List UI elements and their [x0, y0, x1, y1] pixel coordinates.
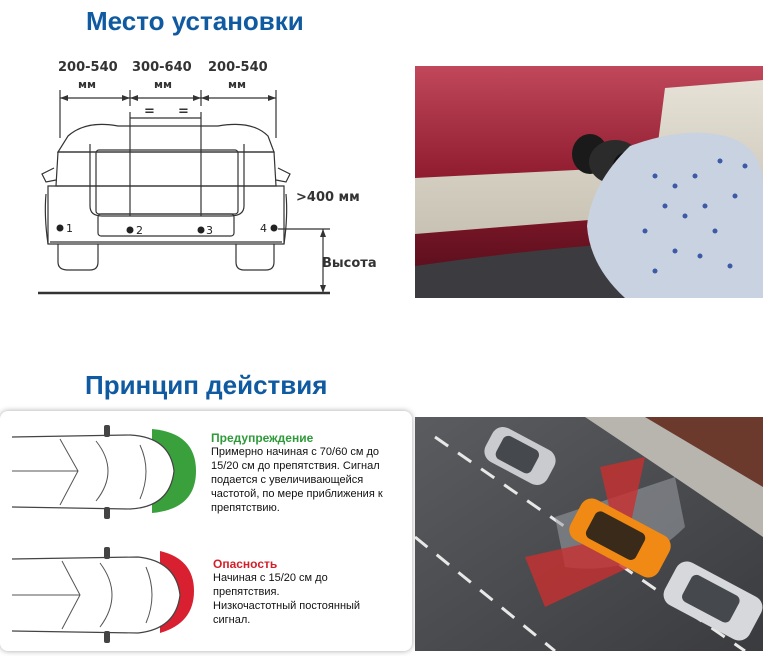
car-rear-drawing	[38, 90, 330, 295]
installation-diagram: 200-540 мм 300-640 мм 200-540 мм = = >40…	[38, 56, 383, 306]
warning-text-line-5: препятствию.	[211, 502, 280, 514]
danger-block: Опасность Начиная с 15/20 см до препятст…	[213, 557, 408, 627]
principle-title: Принцип действия	[85, 370, 328, 400]
danger-title: Опасность	[213, 557, 278, 571]
sensor-3-label: 3	[206, 224, 213, 237]
equal-sign-left: =	[144, 104, 155, 119]
dimension-center: 300-640	[132, 60, 192, 75]
height-label: Высота	[322, 256, 377, 271]
sensor-2-label: 2	[136, 224, 143, 237]
parking-illustration	[415, 417, 763, 651]
warning-title: Предупреждение	[211, 431, 314, 445]
sensor-installation-image	[415, 66, 763, 298]
dimension-left-unit: мм	[78, 78, 96, 91]
height-min-label: >400 мм	[296, 190, 360, 205]
warning-block: Предупреждение Примерно начиная с 70/60 …	[211, 431, 406, 515]
car-top-view-drawings	[11, 425, 196, 643]
warning-text-line-1: Примерно начиная с 70/60 см до	[211, 446, 380, 458]
dimension-left: 200-540	[58, 60, 118, 75]
equal-sign-right: =	[178, 104, 189, 119]
install-title: Место установки	[86, 6, 304, 36]
sensor-4-label: 4	[260, 222, 267, 235]
danger-text-line-1: Начиная с 15/20 см до	[213, 572, 328, 584]
warning-text-line-3: подается с увеличивающейся	[211, 474, 364, 486]
dimension-right-unit: мм	[228, 78, 246, 91]
parking-scene-image	[415, 417, 763, 651]
danger-text-line-2: препятствия.	[213, 586, 280, 598]
dimension-center-unit: мм	[154, 78, 172, 91]
dimension-right: 200-540	[208, 60, 268, 75]
warning-text-line-4: частотой, по мере приближения к	[211, 488, 383, 500]
warning-text-line-2: 15/20 см до препятствия. Сигнал	[211, 460, 380, 472]
principle-panel: Предупреждение Примерно начиная с 70/60 …	[0, 411, 412, 651]
danger-text-line-4: сигнал.	[213, 614, 251, 626]
danger-text-line-3: Низкочастотный постоянный	[213, 600, 361, 612]
sensor-1-label: 1	[66, 222, 73, 235]
sensor-installation-photo	[415, 66, 763, 298]
